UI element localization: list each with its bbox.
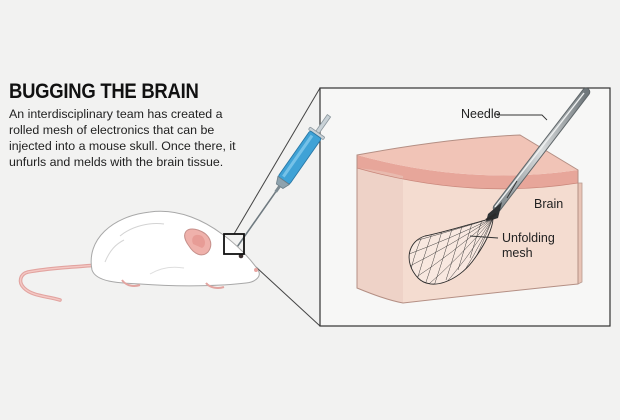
unfolding-mesh-label: Unfolding [502, 231, 555, 245]
mouse [18, 210, 260, 302]
label-leader-lines [469, 114, 548, 239]
syringe [229, 114, 332, 258]
headline: BUGGING THE BRAIN [9, 80, 199, 103]
description-text: An interdisciplinary team has created a … [9, 107, 236, 169]
brain-tissue-block [356, 134, 583, 304]
zoom-target-box [223, 233, 245, 255]
needle-label: Needle [461, 107, 501, 121]
unfolding-mesh-label-line2: mesh [502, 246, 533, 260]
brain-label: Brain [534, 197, 564, 211]
